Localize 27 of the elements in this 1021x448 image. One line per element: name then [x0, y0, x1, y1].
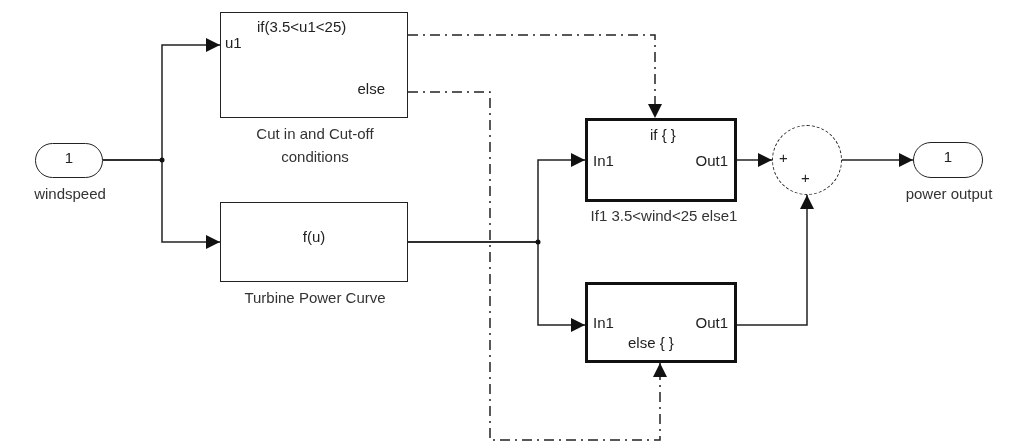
port-label: if { }: [650, 127, 676, 142]
sign-label: +: [801, 170, 810, 185]
port-number: 1: [942, 149, 954, 164]
port-label: else: [357, 81, 385, 96]
port-label: Out1: [695, 153, 728, 168]
port-label: else { }: [628, 335, 674, 350]
port-label: Out1: [695, 315, 728, 330]
block-caption: Cut in and Cut-off conditions: [255, 124, 375, 167]
signal-line: [102, 159, 221, 249]
subsystem-box: [585, 282, 737, 363]
block-caption: windspeed: [33, 184, 107, 204]
signal-line: [736, 194, 814, 326]
dash-dot-connector: [407, 34, 662, 119]
signal-line: [841, 153, 914, 167]
port-label: In1: [593, 153, 614, 168]
port-number: 1: [63, 150, 75, 165]
port-label: u1: [225, 35, 242, 50]
block-caption: If1 3.5<wind<25 else1: [589, 206, 739, 226]
port-label: In1: [593, 315, 614, 330]
dash-dot-connector: [407, 91, 667, 441]
block-caption: Turbine Power Curve: [243, 288, 387, 308]
block-caption: power output: [904, 184, 994, 204]
port-label: if(3.5<u1<25): [257, 19, 347, 34]
signal-line: [407, 241, 586, 332]
port-label: f(u): [301, 229, 327, 244]
sign-label: +: [779, 150, 788, 165]
signal-line: [736, 153, 773, 167]
